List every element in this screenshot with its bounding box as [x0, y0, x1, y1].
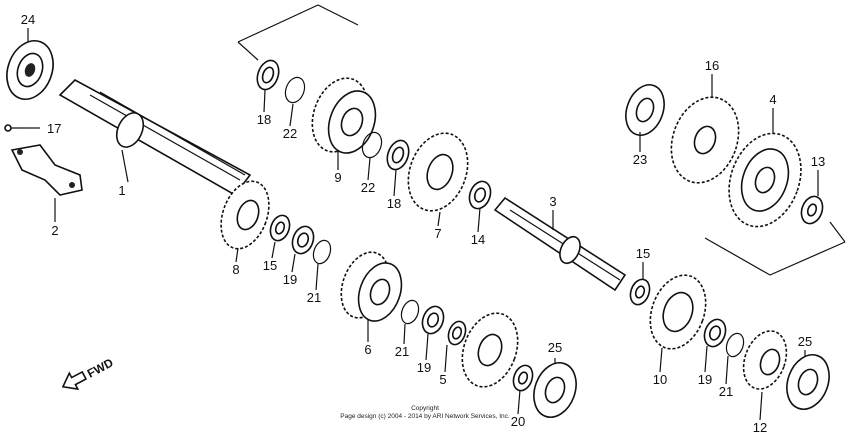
- bolt-17: [4, 124, 30, 132]
- circlip-21b: [400, 299, 420, 325]
- callout-23: 23: [633, 152, 647, 167]
- gear-12: [742, 330, 788, 390]
- gear-4: [728, 132, 802, 228]
- callout-21b: 21: [395, 344, 409, 359]
- callout-18a: 18: [257, 112, 271, 127]
- callout-17: 17: [47, 121, 61, 136]
- callout-15b: 15: [636, 246, 650, 261]
- bracket-upper: [237, 4, 359, 43]
- callout-9: 9: [334, 170, 341, 185]
- bushing-15a: [269, 214, 291, 242]
- bracket-upper-tick: [237, 41, 259, 61]
- callout-25b: 25: [798, 334, 812, 349]
- countershaft-3: [493, 196, 627, 292]
- washer-18b: [386, 139, 410, 171]
- fwd-label: FWD: [85, 355, 116, 380]
- gear-10: [649, 274, 707, 350]
- washer-19c: [703, 318, 727, 348]
- fwd-arrow: FWD: [61, 355, 116, 391]
- washer-20: [512, 364, 534, 392]
- bracket-lower: [704, 237, 846, 276]
- callout-22a: 22: [283, 126, 297, 141]
- bushing-5: [447, 320, 467, 346]
- washer-18a: [256, 59, 280, 91]
- callout-19c: 19: [698, 372, 712, 387]
- callout-13: 13: [811, 154, 825, 169]
- circlip-21c: [725, 332, 745, 358]
- callout-labels: 24 17 1 2 18 22 9 22 18 7 14 3 8 15 19 2…: [21, 12, 825, 435]
- bushing-14: [468, 180, 492, 210]
- washer-19a: [291, 225, 315, 255]
- callout-6: 6: [364, 342, 371, 357]
- callout-3: 3: [549, 194, 556, 209]
- callout-8: 8: [232, 262, 239, 277]
- bracket-lower-tick: [829, 221, 846, 243]
- callout-10: 10: [653, 372, 667, 387]
- main-shaft-1: [58, 79, 252, 197]
- leader-lines: [27, 28, 819, 421]
- bearing-24: [6, 40, 54, 100]
- bearing-25a: [533, 362, 577, 418]
- bearing-23: [625, 84, 665, 136]
- callout-5: 5: [439, 372, 446, 387]
- callout-19a: 19: [283, 272, 297, 287]
- callout-4: 4: [769, 92, 776, 107]
- gear-6: [340, 251, 403, 322]
- bearing-25b: [786, 354, 830, 410]
- gear-lower-center: [461, 312, 519, 388]
- callout-25a: 25: [548, 340, 562, 355]
- callout-20: 20: [511, 414, 525, 429]
- callout-24: 24: [21, 12, 35, 27]
- callout-7: 7: [434, 226, 441, 241]
- callout-21c: 21: [719, 384, 733, 399]
- bushing-15b: [629, 278, 651, 306]
- callout-18b: 18: [387, 196, 401, 211]
- washer-19b: [421, 305, 445, 335]
- callout-16: 16: [705, 58, 719, 73]
- circlip-22b: [361, 131, 383, 159]
- callout-14: 14: [471, 232, 485, 247]
- callout-15a: 15: [263, 258, 277, 273]
- circlip-21a: [312, 239, 332, 265]
- copyright-line2: Page design (c) 2004 - 2014 by ARI Netwo…: [340, 413, 510, 420]
- plate-2: [10, 144, 83, 196]
- copyright-line1: Copyright: [411, 405, 439, 412]
- bushing-13: [800, 195, 824, 225]
- circlip-22a: [284, 76, 306, 104]
- gear-8: [220, 180, 270, 250]
- callout-1: 1: [118, 183, 125, 198]
- callout-22b: 22: [361, 180, 375, 195]
- gear-7: [407, 132, 469, 212]
- callout-21a: 21: [307, 290, 321, 305]
- callout-2: 2: [51, 223, 58, 238]
- gear-9: [311, 77, 377, 154]
- callout-19b: 19: [417, 360, 431, 375]
- gear-16: [670, 96, 740, 184]
- callout-12: 12: [753, 420, 767, 435]
